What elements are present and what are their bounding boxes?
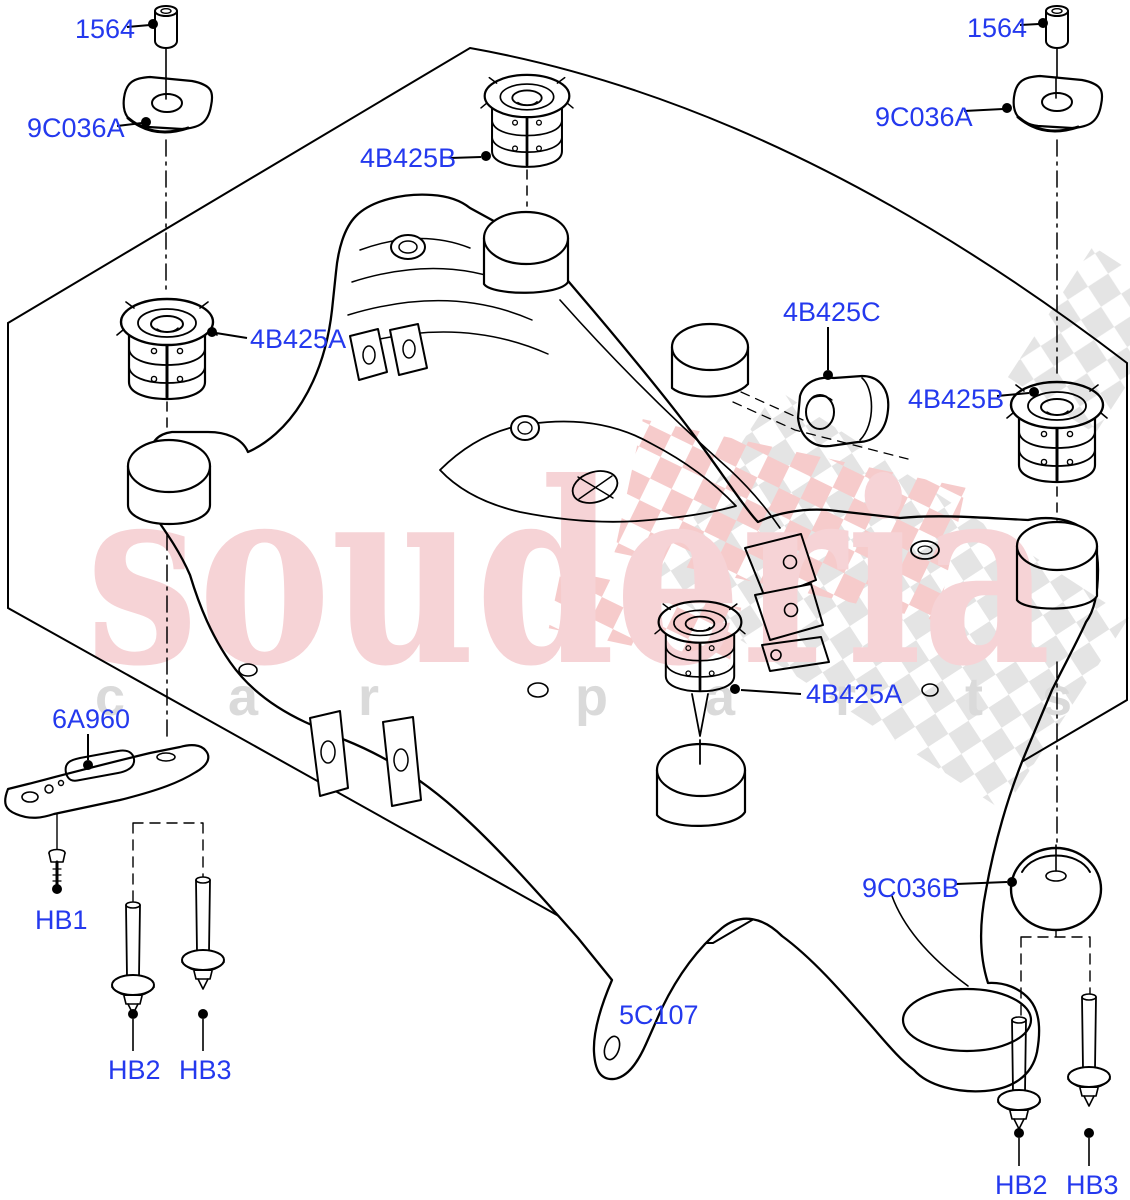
frame-hole <box>603 1035 621 1061</box>
watermark-tagline-text: c a r p a r t s <box>95 667 1072 727</box>
mount-boss-topleft <box>482 210 570 294</box>
checkered-flag-pink-small <box>548 569 742 667</box>
frame-hole <box>527 682 549 698</box>
tagline-letter: a <box>705 667 736 727</box>
part-label-4b425a-left: 4B425A <box>250 324 346 354</box>
bolt-hb3-right <box>1067 993 1111 1107</box>
spacer-1564-right <box>1045 5 1069 78</box>
part-label-4b425b-top: 4B425B <box>360 143 456 173</box>
watermark: souderia c a r p a r t s <box>86 246 1130 811</box>
part-label-1564-right: 1564 <box>967 13 1027 43</box>
bolt-hb2-left <box>111 901 155 1015</box>
part-label-hb1: HB1 <box>35 905 88 935</box>
center-plate-hole-inner <box>517 421 533 435</box>
mount-boss-bottom-center <box>655 742 747 827</box>
part-label-9c036b: 9C036B <box>862 873 960 903</box>
arm-joint-line <box>891 895 969 987</box>
spacer-1564-left <box>154 5 178 79</box>
mount-tower <box>670 322 750 398</box>
tagline-letter: r <box>358 667 379 727</box>
part-label-hb2-left: HB2 <box>108 1055 161 1085</box>
part-label-9c036a-right: 9C036A <box>875 102 973 132</box>
connector-dashed-right <box>1020 929 1091 1019</box>
dome-washer-9c036b <box>1009 844 1103 932</box>
screw-hb1 <box>48 813 66 886</box>
bolt-hb3-left <box>181 876 225 990</box>
tagline-letter: a <box>228 667 259 727</box>
part-label-hb3-right: HB3 <box>1066 1170 1119 1200</box>
tab-bracket <box>349 323 428 381</box>
part-label-hb2-right: HB2 <box>995 1170 1048 1200</box>
part-label-5c107: 5C107 <box>619 1000 699 1030</box>
part-label-6a960: 6A960 <box>52 704 130 734</box>
bushing-pin <box>691 693 709 765</box>
tagline-letter: t <box>965 667 983 727</box>
shield-hole-inner <box>398 240 418 254</box>
connector-dashed-left <box>132 822 204 904</box>
tab-bracket <box>309 710 422 807</box>
bushing-4b425b-top <box>479 73 575 169</box>
mount-boss-left <box>126 438 212 526</box>
bushing-4b425a-left <box>115 297 219 401</box>
bracket-6a960 <box>4 744 210 819</box>
crossed-oval-hole <box>571 470 619 504</box>
part-labels: 1564 9C036A 4B425B 1564 9C036A 4B425A 4B… <box>27 13 1119 1200</box>
checkered-flag-gray-small <box>1007 246 1130 434</box>
frame-hole <box>238 663 258 677</box>
part-label-4b425a-bottom: 4B425A <box>806 679 902 709</box>
watermark-brand-text: souderia <box>86 427 1051 721</box>
tagline-letter: s <box>1042 667 1072 727</box>
tagline-letter: p <box>575 667 608 727</box>
part-label-1564-left: 1564 <box>75 14 135 44</box>
washer-plate-9c036a-right <box>1012 74 1104 133</box>
part-label-4b425c: 4B425C <box>783 297 881 327</box>
leader-lines <box>52 18 1094 1166</box>
shield-hole <box>390 234 426 260</box>
part-label-hb3-left: HB3 <box>179 1055 232 1085</box>
tagline-letter: c <box>95 667 125 727</box>
part-label-9c036a-left: 9C036A <box>27 113 125 143</box>
checkered-flag-pink <box>614 419 966 621</box>
center-plate-hole <box>510 415 540 441</box>
tagline-letter: r <box>835 667 856 727</box>
mount-boss-bottom-right <box>901 987 1033 1053</box>
part-label-4b425b-right: 4B425B <box>908 384 1004 414</box>
